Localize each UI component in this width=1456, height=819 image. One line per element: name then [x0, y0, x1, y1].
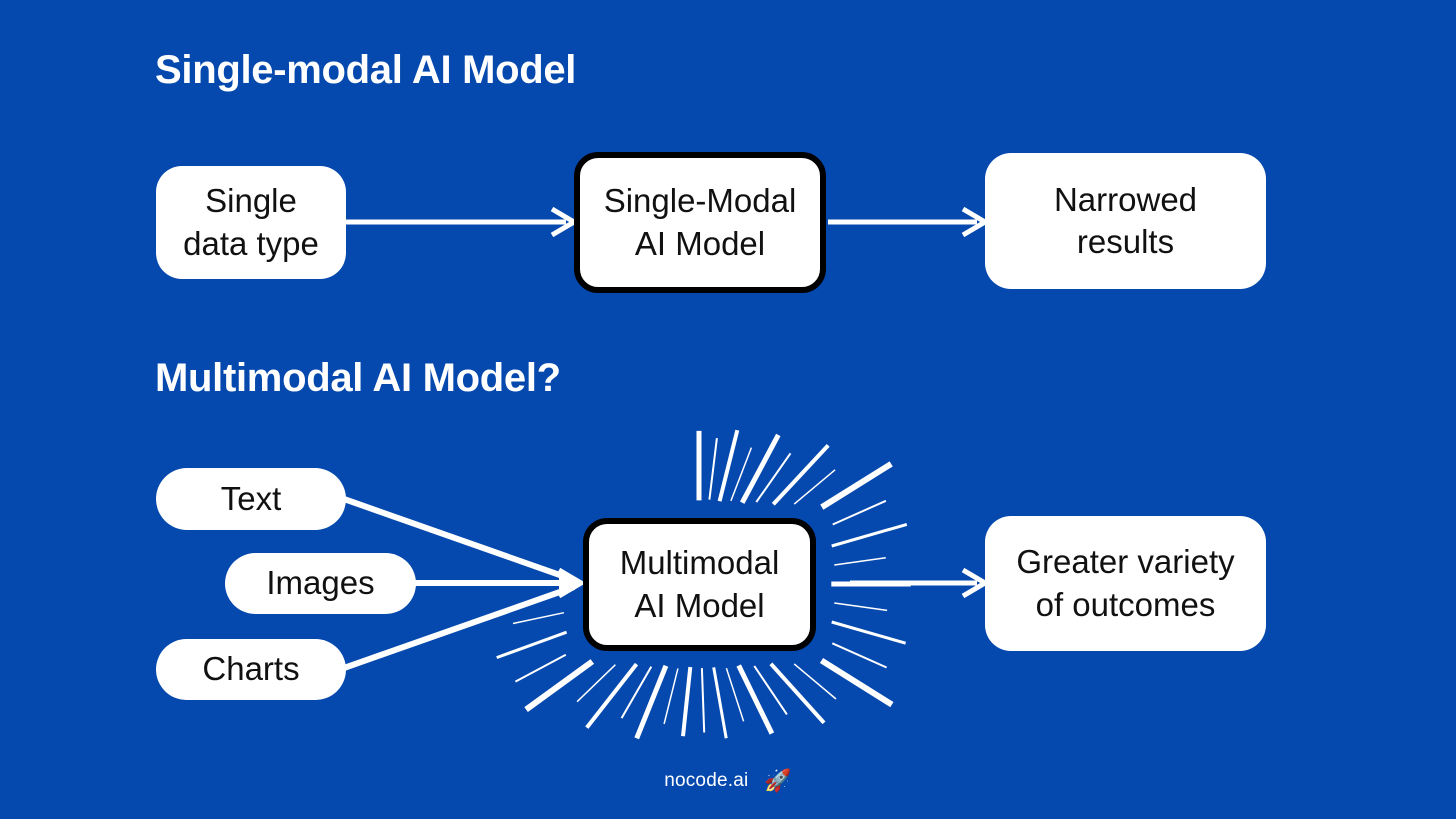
burst-ray [831, 522, 908, 548]
node-single-modal-ai-model[interactable]: Single-Modal AI Model [574, 152, 826, 293]
burst-ray [769, 662, 826, 725]
node-label-line2: data type [183, 224, 319, 262]
section-title-single-modal: Single-modal AI Model [155, 48, 577, 92]
burst-ray [663, 668, 679, 725]
node-text-input[interactable]: Text [156, 468, 346, 530]
node-images-input-label: Images [266, 564, 375, 602]
node-label-line1: Single-Modal [603, 182, 797, 220]
burst-ray [730, 447, 753, 502]
burst-ray [739, 433, 781, 504]
burst-ray [717, 429, 740, 502]
burst-ray [725, 667, 745, 722]
footer: nocode.ai 🚀 [0, 768, 1456, 794]
node-label-line1: Single [205, 182, 297, 220]
arrow-model-to-narrowed [828, 206, 990, 238]
rocket-emoji: 🚀 [764, 768, 792, 793]
burst-ray [793, 469, 836, 505]
node-narrowed-results-label: Narrowed results [1054, 179, 1197, 263]
burst-ray [712, 667, 728, 739]
burst-ray [820, 461, 893, 510]
burst-ray [834, 602, 888, 612]
burst-ray [585, 662, 639, 729]
burst-ray [753, 665, 788, 715]
arrow-single-data-to-model [346, 206, 579, 238]
node-label-line2: AI Model [634, 586, 765, 624]
node-label-line1: Greater variety [1016, 543, 1235, 581]
node-single-data-type[interactable]: Single data type [156, 166, 346, 279]
burst-ray [771, 444, 830, 506]
node-narrowed-results[interactable]: Narrowed results [985, 153, 1266, 289]
burst-ray [834, 556, 886, 566]
arrow-multimodal-to-greater [850, 567, 990, 599]
connector-charts-to-multimodal [343, 584, 575, 671]
burst-ray [832, 499, 887, 526]
burst-ray [736, 664, 775, 735]
burst-ray [819, 657, 894, 708]
node-greater-variety-of-outcomes[interactable]: Greater variety of outcomes [985, 516, 1266, 651]
burst-ray [793, 663, 837, 700]
burst-ray [576, 664, 616, 703]
node-label-line1: Narrowed [1053, 180, 1198, 218]
burst-ray [700, 668, 706, 733]
node-multimodal-ai-model[interactable]: Multimodal AI Model [583, 518, 816, 651]
burst-ray [620, 666, 653, 719]
burst-ray [496, 630, 568, 660]
node-label-line1: Multimodal [619, 544, 780, 582]
node-multimodal-ai-model-label: Multimodal AI Model [620, 542, 780, 626]
burst-ray [755, 452, 792, 503]
burst-ray [634, 664, 669, 740]
arrowhead-into-multimodal [557, 567, 586, 599]
burst-ray [831, 620, 907, 645]
node-label-line2: AI Model [634, 224, 766, 262]
node-greater-variety-label: Greater variety of outcomes [1016, 541, 1234, 625]
burst-ray [512, 611, 565, 625]
node-images-input[interactable]: Images [225, 553, 416, 614]
node-single-data-type-label: Single data type [183, 180, 319, 264]
node-label-line2: of outcomes [1035, 585, 1216, 623]
section-title-multimodal: Multimodal AI Model? [155, 356, 561, 400]
burst-ray [681, 666, 693, 737]
node-single-modal-ai-model-label: Single-Modal AI Model [604, 180, 797, 264]
node-text-input-label: Text [220, 479, 282, 517]
burst-ray [514, 653, 567, 683]
node-charts-input-label: Charts [202, 650, 300, 688]
node-charts-input[interactable]: Charts [156, 639, 346, 700]
node-label-line2: results [1076, 223, 1175, 260]
burst-ray [708, 437, 718, 500]
burst-ray [524, 659, 595, 713]
burst-ray [831, 642, 888, 669]
footer-brand: nocode.ai [664, 770, 749, 791]
connector-text-to-multimodal [343, 496, 575, 583]
